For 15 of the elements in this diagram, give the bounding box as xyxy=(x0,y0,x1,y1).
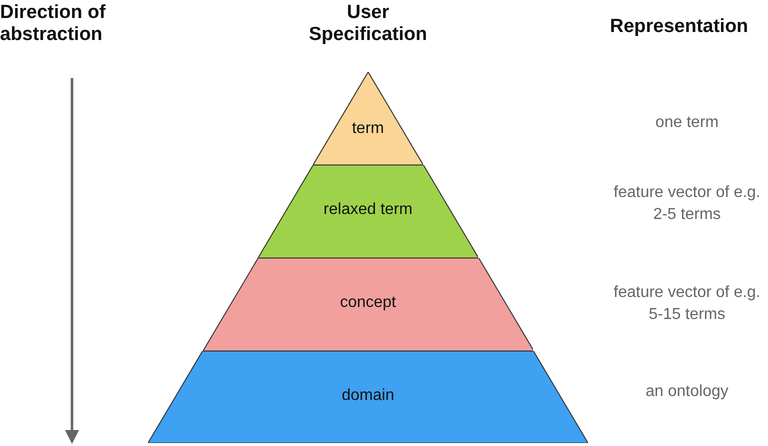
representation-text: feature vector of e.g. 5-15 terms xyxy=(612,283,762,325)
layer-label: domain xyxy=(340,387,396,405)
layer-label: relaxed term xyxy=(322,201,414,219)
pyramid-layer xyxy=(258,165,478,258)
representation-text: feature vector of e.g. 2-5 terms xyxy=(612,183,762,225)
representation-text: an ontology xyxy=(644,382,730,402)
layer-label: term xyxy=(350,120,385,138)
pyramid-top-triangle xyxy=(312,72,424,165)
column-heading: User Specification xyxy=(308,2,428,46)
layer-label: concept xyxy=(338,294,397,312)
representation-text: one term xyxy=(654,113,720,133)
axis-title: Direction of abstraction xyxy=(0,2,107,46)
column-heading: Representation xyxy=(608,16,750,38)
pyramid-layer xyxy=(148,351,588,443)
pyramid-layer xyxy=(202,258,534,351)
